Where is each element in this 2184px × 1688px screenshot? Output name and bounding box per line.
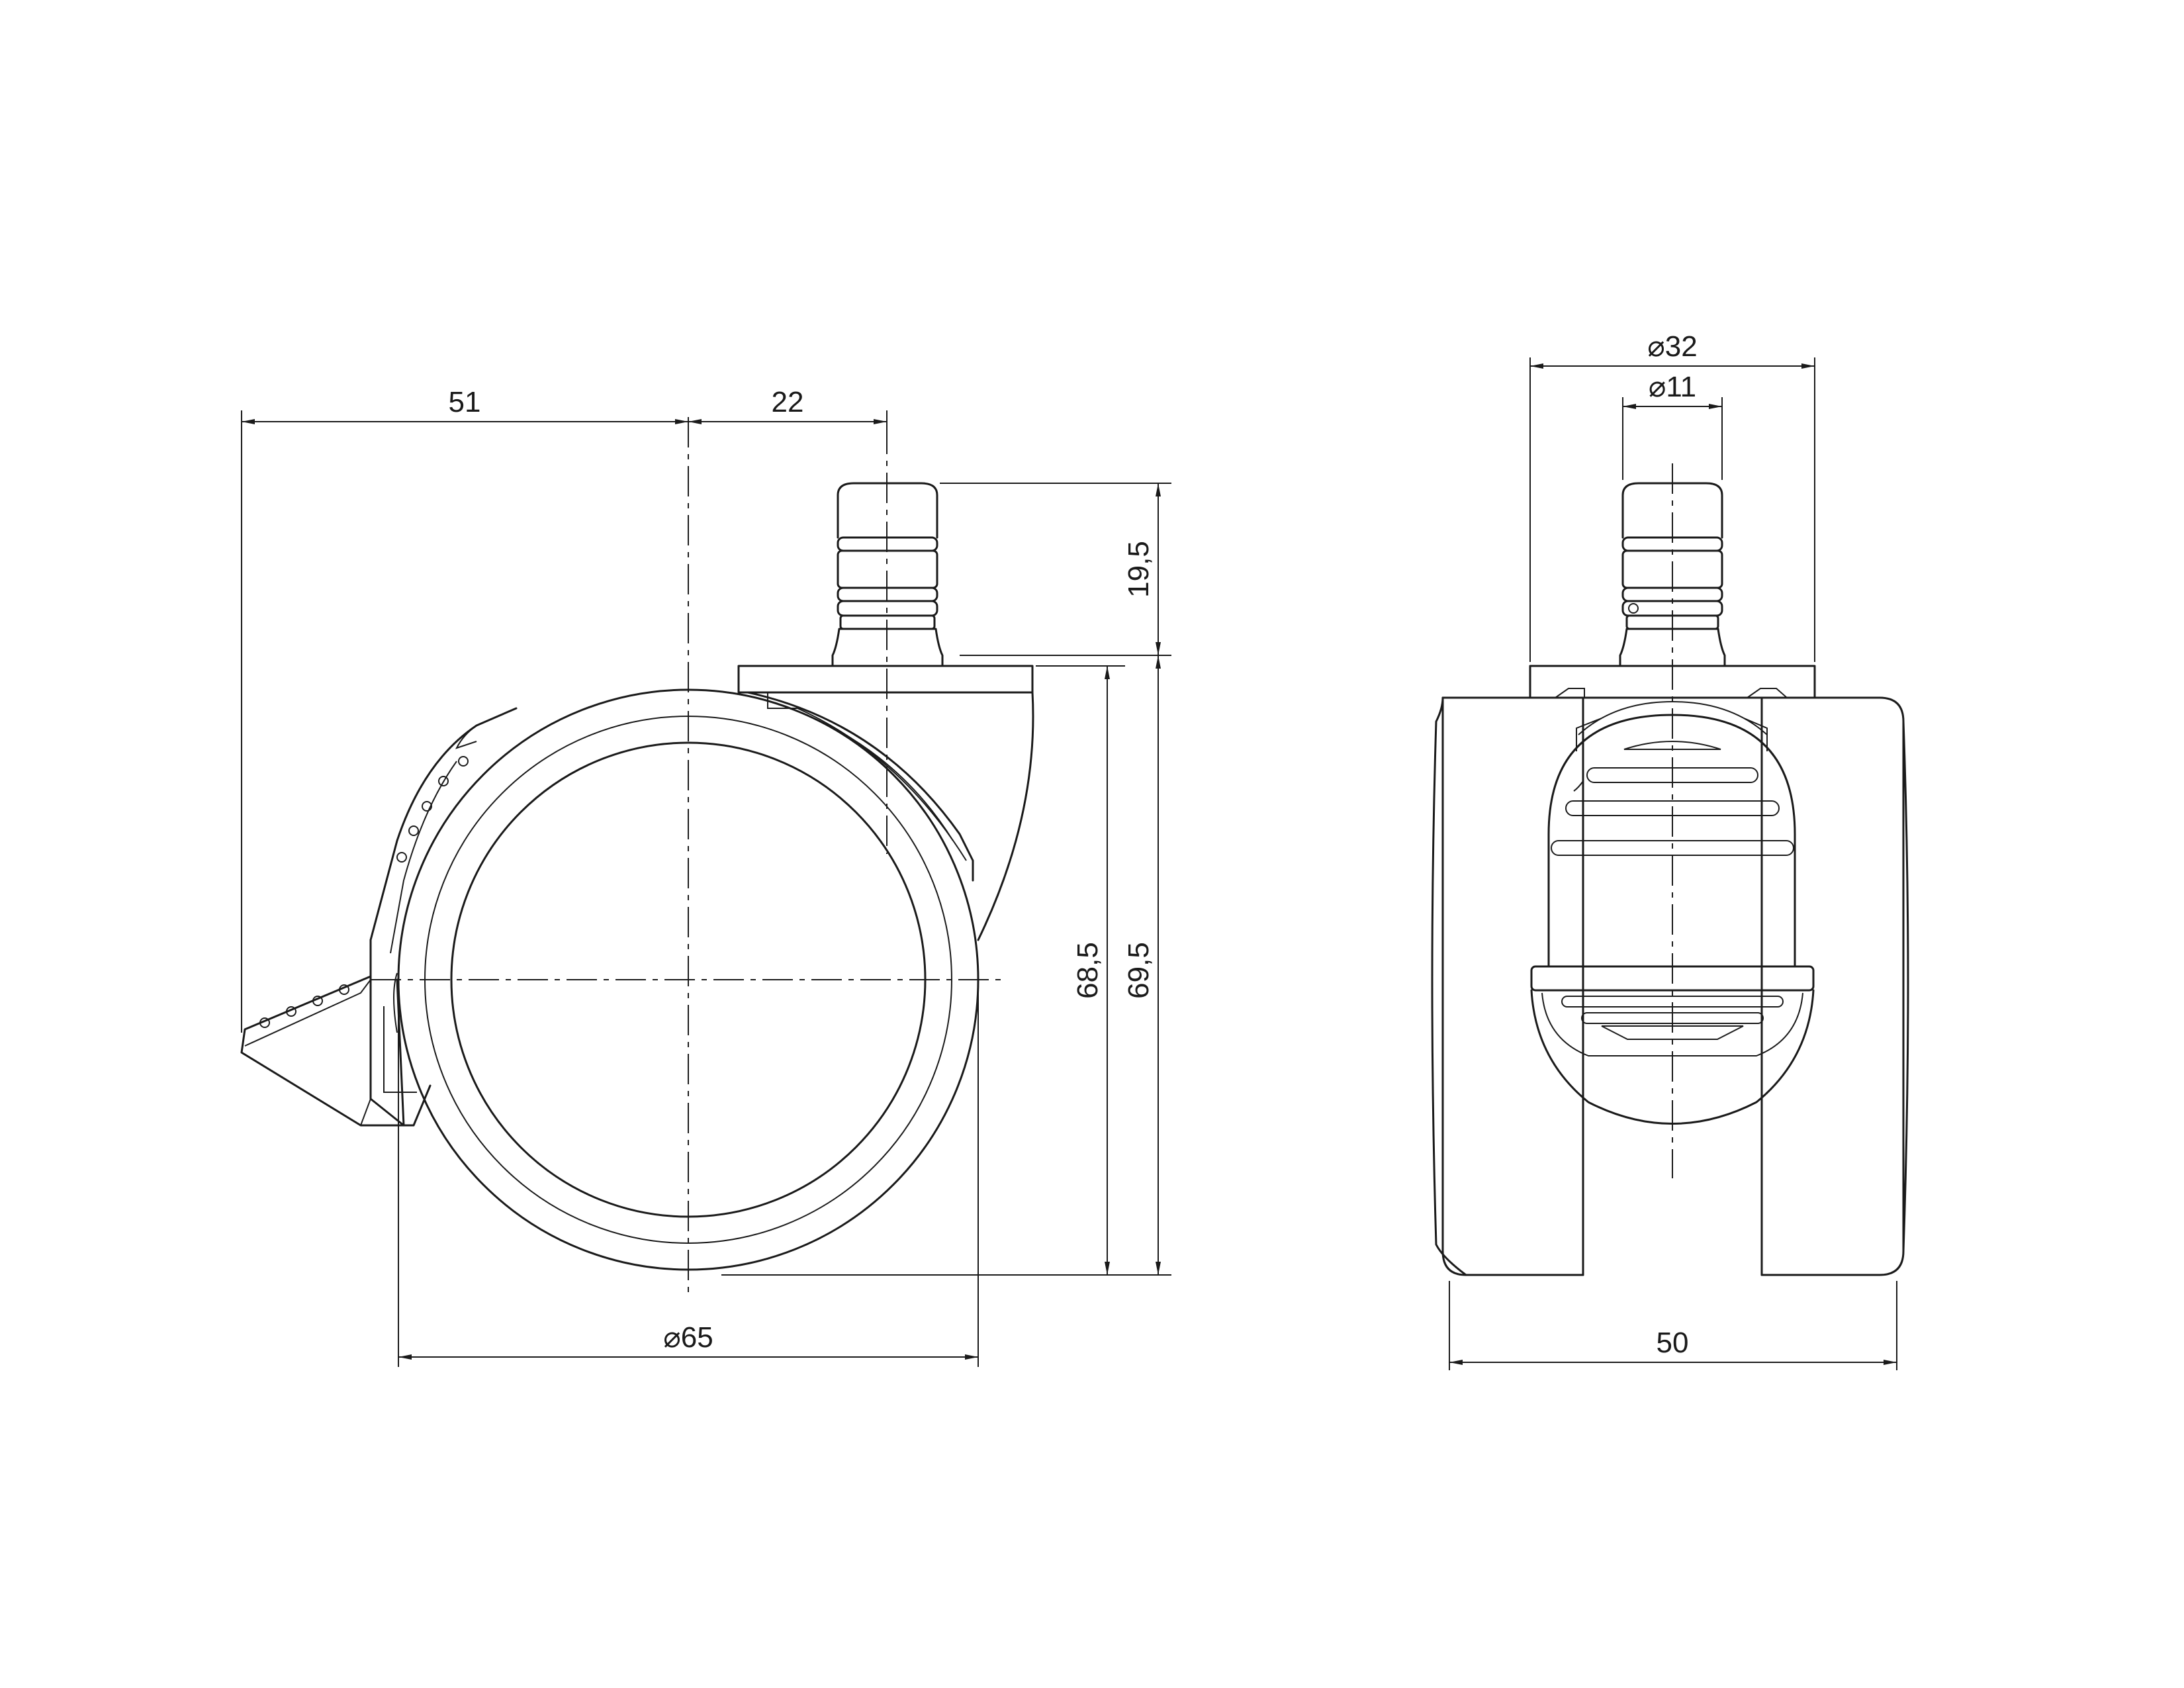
- front-wheel-left: [1431, 696, 1584, 1276]
- dim-plate-diameter: ⌀32: [1647, 330, 1697, 363]
- front-extension-lines: [1449, 357, 1897, 1370]
- dim-stem-diameter: ⌀11: [1649, 371, 1696, 403]
- side-housing: [737, 665, 1034, 941]
- side-dimension-lines: [242, 419, 1161, 1360]
- side-brake: [240, 707, 518, 1127]
- dim-wheel-diameter: ⌀65: [663, 1321, 713, 1354]
- side-center-lines: [371, 417, 1006, 1297]
- dim-total-height: 69,5: [1122, 942, 1155, 999]
- front-view: ⌀32 ⌀11 50: [1431, 330, 1909, 1370]
- side-extension-lines: [241, 410, 1171, 1367]
- front-dimension-lines: [1449, 363, 1897, 1365]
- diameter-symbol: ⌀: [1649, 371, 1666, 403]
- dim-stem-offset: 22: [772, 386, 804, 418]
- diameter-symbol: ⌀: [663, 1321, 681, 1354]
- dim-stem-height: 19,5: [1122, 541, 1155, 598]
- dim-height-to-plate: 68,5: [1071, 942, 1104, 999]
- dim-overhang: 51: [449, 386, 481, 418]
- side-view: 51 22 19,5 68,5 69,5 ⌀65: [240, 386, 1171, 1367]
- front-brake: [1530, 965, 1815, 1125]
- dim-width: 50: [1657, 1327, 1689, 1359]
- diameter-symbol: ⌀: [1647, 330, 1665, 363]
- front-wheel-right: [1760, 696, 1909, 1276]
